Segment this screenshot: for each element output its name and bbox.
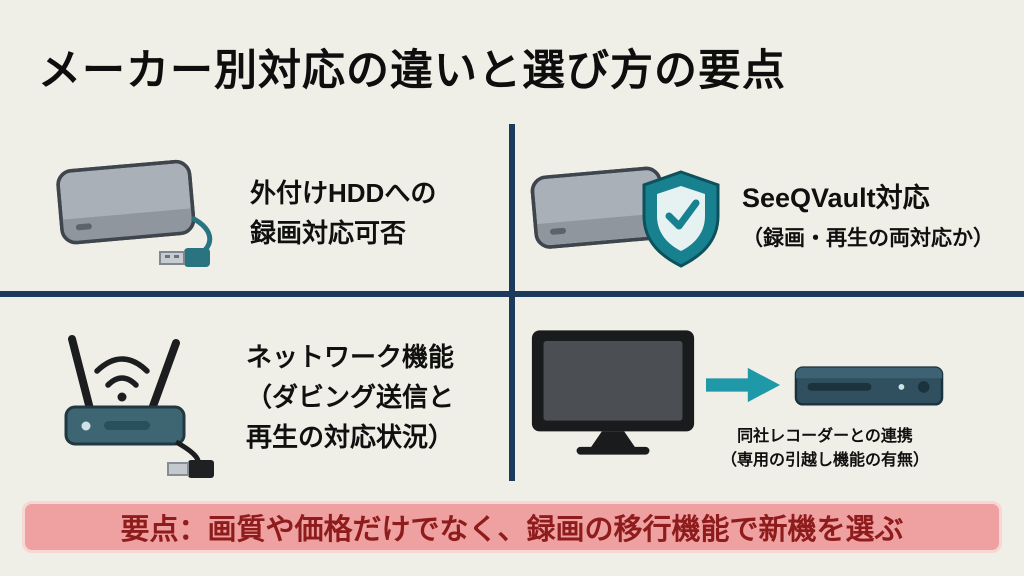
recorder-link-caption: 同社レコーダーとの連携 （専用の引越し機能の有無） [720,428,929,469]
recorder-icon [794,357,944,412]
vertical-divider [509,124,515,481]
quadrant-network: ネットワーク機能 （ダビング送信と 再生の対応状況） [48,316,500,478]
external-hdd-label: 外付けHDDへの 録画対応可否 [250,177,437,248]
quadrant-seeqvault: SeeQVault対応 （録画・再生の両対応か） [526,136,1012,291]
hdd-shield-icon [526,144,726,284]
seeqvault-subheading: （録画・再生の両対応か） [742,226,994,250]
arrow-right-icon [706,365,782,405]
key-point-text: 要点：画質や価格だけでなく、録画の移行機能で新機を選ぶ [120,514,904,546]
wifi-router-icon [48,313,218,481]
quadrant-external-hdd: 外付けHDDへの 録画対応可否 [42,138,500,288]
page-title: メーカー別対応の違いと選び方の要点 [38,47,786,95]
external-hdd-icon [42,144,224,282]
quadrant-recorder-link: 同社レコーダーとの連携 （専用の引越し機能の有無） [528,325,1014,487]
tv-icon [528,325,698,459]
seeqvault-heading: SeeQVault対応 [742,182,930,213]
network-label: ネットワーク機能 （ダビング送信と 再生の対応状況） [246,341,455,453]
key-point-banner: 要点：画質や価格だけでなく、録画の移行機能で新機を選ぶ [22,501,1002,553]
